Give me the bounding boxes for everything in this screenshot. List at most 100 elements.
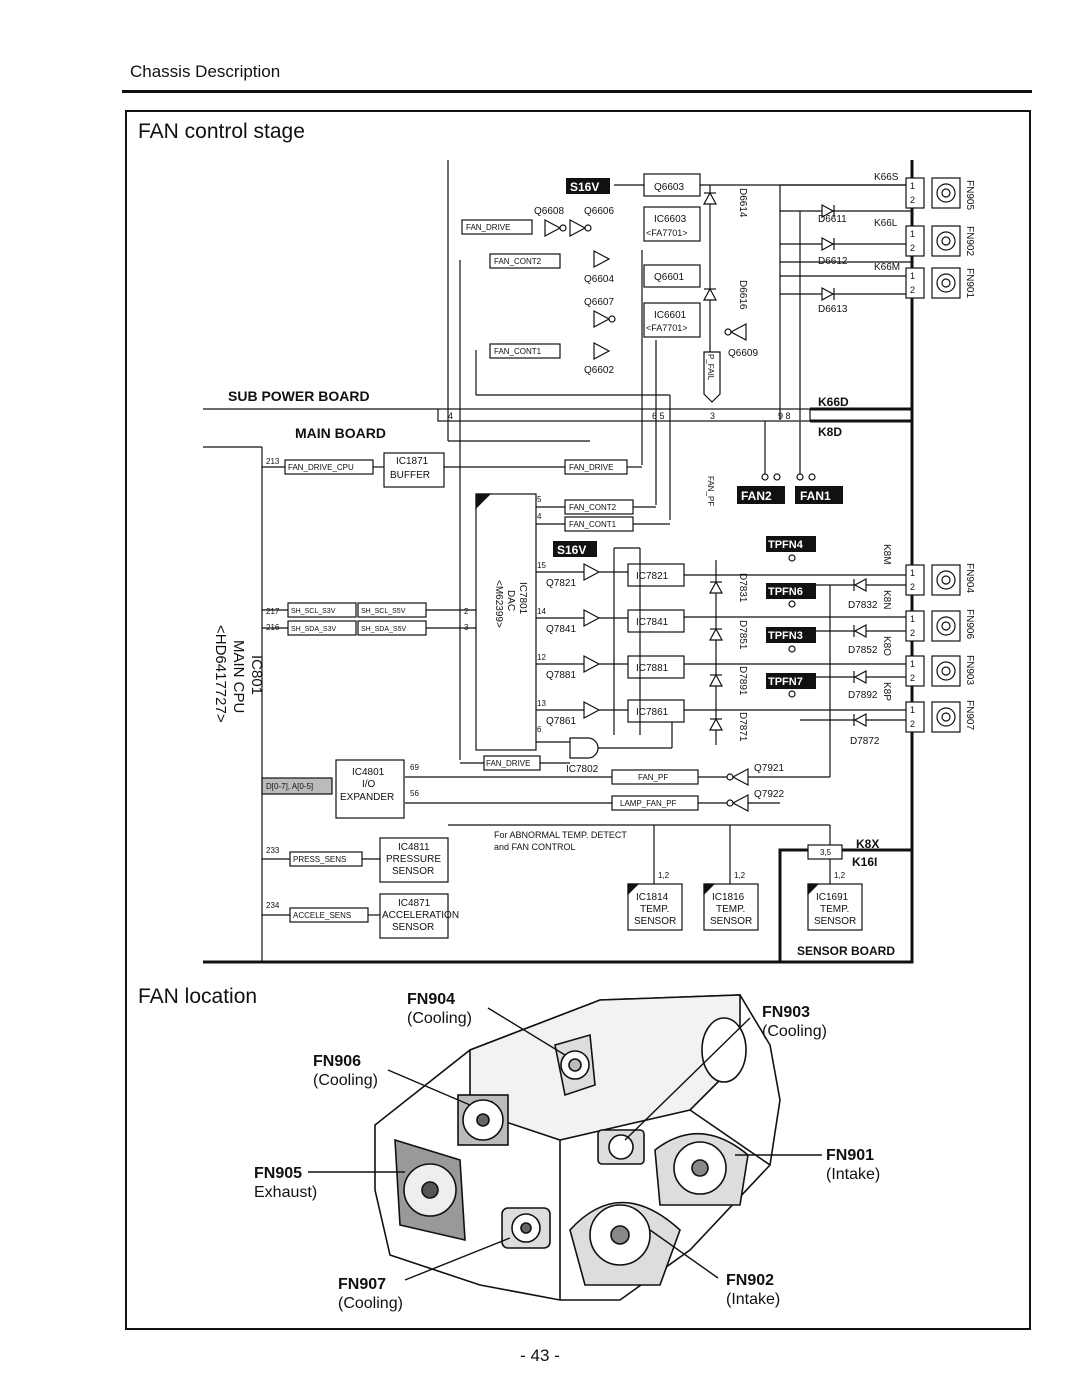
- dac-pin-14: 14: [537, 607, 546, 616]
- sh-scl-s3v-tag: SH_SCL_S3V: [291, 608, 336, 615]
- fn907-leader: [404, 1237, 511, 1281]
- conn-pin-98: 9 8: [778, 411, 791, 421]
- fn902-fan-icon: [569, 1201, 681, 1286]
- fan-cont2-tag-main: FAN_CONT2: [569, 503, 617, 512]
- k8x-label: K8X: [856, 837, 879, 851]
- ic1814-sensor: SENSOR: [634, 916, 676, 927]
- k66d-label: K66D: [818, 395, 849, 409]
- cpu-pin-213: 213: [266, 457, 280, 466]
- d6612-label: D6612: [818, 256, 848, 267]
- q7881-label: Q7881: [546, 670, 576, 681]
- dac-pin-12: 12: [537, 653, 546, 662]
- abnormal-temp-note: For ABNORMAL TEMP. DETECT: [494, 830, 627, 840]
- q6601-box: [643, 264, 701, 288]
- ic4801-label: IC4801: [352, 767, 385, 778]
- diagram-frame: [125, 110, 1031, 1330]
- fn903-socket-label: FN903: [964, 655, 975, 685]
- k16i-label: K16I: [852, 855, 877, 869]
- fn903-leader: [624, 1017, 751, 1141]
- ic4871-box: [379, 893, 449, 939]
- ic1691-pins: 1,2: [834, 871, 846, 880]
- sh-sda-s3v-tag: SH_SDA_S3V: [291, 626, 336, 633]
- k66s-label: K66S: [874, 172, 899, 183]
- fan-drive-tag-main: FAN_DRIVE: [569, 463, 613, 472]
- ic1814-pins: 1,2: [658, 871, 670, 880]
- fn904-pin1: 1: [910, 568, 915, 578]
- ic6603-label: IC6603: [654, 214, 687, 225]
- conn-pin-65: 6 5: [652, 411, 665, 421]
- main-board-label: MAIN BOARD: [295, 425, 386, 441]
- dac-pin-3: 3: [464, 623, 469, 632]
- ic6601-box: [643, 302, 701, 338]
- fn906-fan-icon: [457, 1094, 509, 1146]
- ic1814-temp: TEMP.: [640, 904, 669, 915]
- pressure-sensor-label: SENSOR: [392, 866, 434, 877]
- expander-label: EXPANDER: [340, 792, 394, 803]
- sub-power-board-label: SUB POWER BOARD: [228, 388, 370, 404]
- q6604-label: Q6604: [584, 274, 614, 285]
- ic1691-temp: TEMP.: [820, 904, 849, 915]
- fn906-leader: [387, 1069, 471, 1106]
- k8m-label: K8M: [881, 544, 892, 565]
- d6611-label: D6611: [818, 214, 847, 225]
- ic1691-sensor: SENSOR: [814, 916, 856, 927]
- fan-drive-tag-top: FAN_DRIVE: [466, 223, 510, 232]
- fn901-pin2: 2: [910, 285, 915, 295]
- accele-sens-tag: ACCELE_SENS: [293, 911, 351, 920]
- fn903-pin2: 2: [910, 673, 915, 683]
- section-header: Chassis Description: [130, 62, 281, 81]
- fn905-pin1: 1: [910, 181, 915, 191]
- fn907-fan-icon: [501, 1207, 551, 1249]
- ic4811-label: IC4811: [398, 842, 430, 853]
- cpu-pin-217: 217: [266, 607, 280, 616]
- q6609-label: Q6609: [728, 348, 758, 359]
- s16v-tag-top: S16V: [570, 180, 599, 194]
- q6607-label: Q6607: [584, 297, 614, 308]
- fn901-socket-label: FN901: [964, 268, 975, 298]
- sh-sda-s5v-tag: SH_SDA_S5V: [361, 626, 406, 633]
- fan-cont1-tag-top: FAN_CONT1: [494, 347, 542, 356]
- fn904-leader: [487, 1007, 566, 1056]
- q6602-label: Q6602: [584, 365, 614, 376]
- fn904-socket-label: FN904: [964, 563, 975, 593]
- ic1816-box: [703, 883, 759, 931]
- dac-pin-5: 5: [537, 495, 542, 504]
- fn901-location-label: FN901(Intake): [826, 1147, 881, 1183]
- ic7801-label: IC7801: [517, 582, 528, 615]
- ic7821-label: IC7821: [636, 571, 669, 582]
- socket-fn903: [905, 655, 961, 687]
- socket-fn906: [905, 610, 961, 642]
- driver-chain-7861: [536, 699, 912, 723]
- d7871-label: D7871: [737, 712, 748, 742]
- accel-sensor-label: SENSOR: [392, 922, 434, 933]
- q6603-box: [643, 173, 701, 197]
- acceleration-label: ACCELERATION: [382, 910, 459, 921]
- socket-fn905: [905, 177, 961, 209]
- d7892-label: D7892: [848, 690, 878, 701]
- fn907-pin1: 1: [910, 705, 915, 715]
- ic6603-part: <FA7701>: [646, 228, 688, 238]
- ic6601-label: IC6601: [654, 310, 687, 321]
- k66l-label: K66L: [874, 218, 898, 229]
- fan-pf-tag: FAN_PF: [638, 773, 668, 782]
- fan1-jumper: FAN1: [800, 489, 831, 503]
- io-pin-56: 56: [410, 789, 419, 798]
- tpfn3-tag: TPFN3: [768, 630, 803, 642]
- fn906-pin1: 1: [910, 614, 915, 624]
- socket-fn902: [905, 225, 961, 257]
- cpu-pin-216: 216: [266, 623, 280, 632]
- dac-pin-15: 15: [537, 561, 546, 570]
- q6606-label: Q6606: [584, 206, 614, 217]
- sensor-board-box: [778, 848, 914, 964]
- ic6603-box: [643, 206, 701, 242]
- fn907-pin2: 2: [910, 719, 915, 729]
- buffer-label: BUFFER: [390, 470, 430, 481]
- ic1814-box: [627, 883, 683, 931]
- fan-drive-tag-bottom: FAN_DRIVE: [486, 759, 530, 768]
- fn904-location-label: FN904(Cooling): [407, 991, 472, 1027]
- driver-chain-7841: [536, 609, 912, 633]
- d7851-label: D7851: [737, 620, 748, 650]
- ic6601-part: <FA7701>: [646, 323, 688, 333]
- ic7861-label: IC7861: [636, 707, 669, 718]
- s16v-tag-main: S16V: [557, 543, 586, 557]
